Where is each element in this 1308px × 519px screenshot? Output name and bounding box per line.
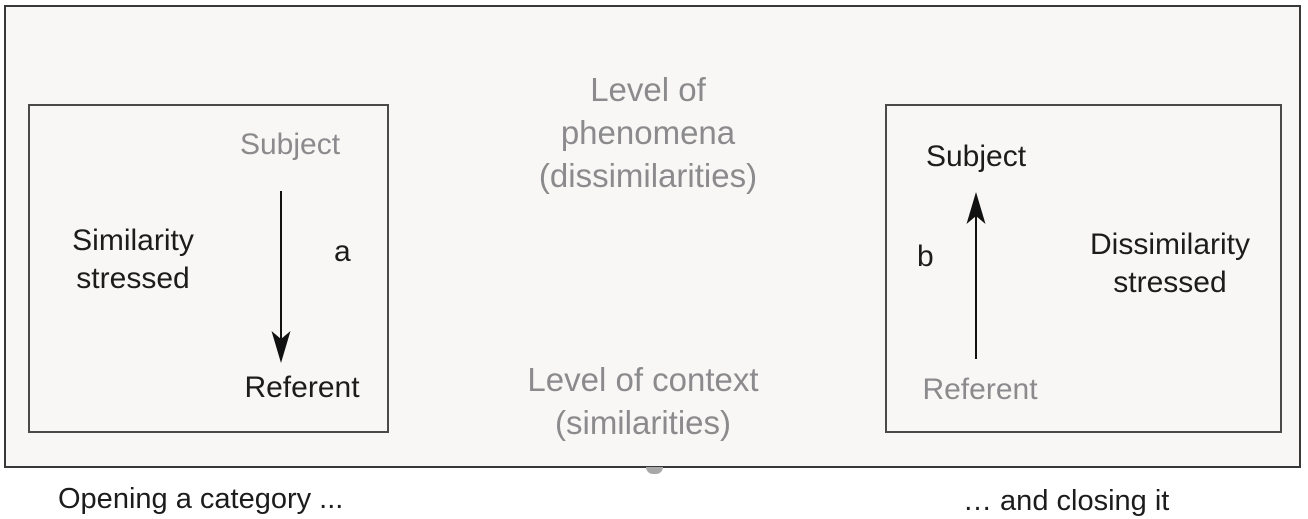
caption-opening-category: Opening a category ...: [58, 483, 344, 515]
left-subject-label: Subject: [239, 128, 341, 161]
diagram-frame: [4, 5, 1301, 468]
page-curl-artifact: [646, 467, 663, 474]
right-panel-box: [885, 104, 1282, 433]
similarity-stressed-label: Similarity stressed: [72, 224, 194, 295]
level-of-phenomena-label: Level of phenomena (dissimilarities): [538, 71, 758, 194]
left-arrow-label: a: [334, 235, 351, 268]
caption-closing-category: … and closing it: [963, 485, 1170, 517]
down-arrow-icon: [271, 191, 291, 363]
left-referent-label: Referent: [244, 371, 360, 404]
right-subject-label: Subject: [925, 140, 1027, 173]
right-arrow-label: b: [917, 240, 934, 273]
level-of-context-label: Level of context (similarities): [527, 361, 759, 441]
dissimilarity-stressed-label: Dissimilarity stressed: [1090, 228, 1250, 299]
up-arrow-icon: [966, 192, 986, 359]
right-referent-label: Referent: [922, 373, 1038, 406]
left-panel-box: [28, 104, 389, 433]
